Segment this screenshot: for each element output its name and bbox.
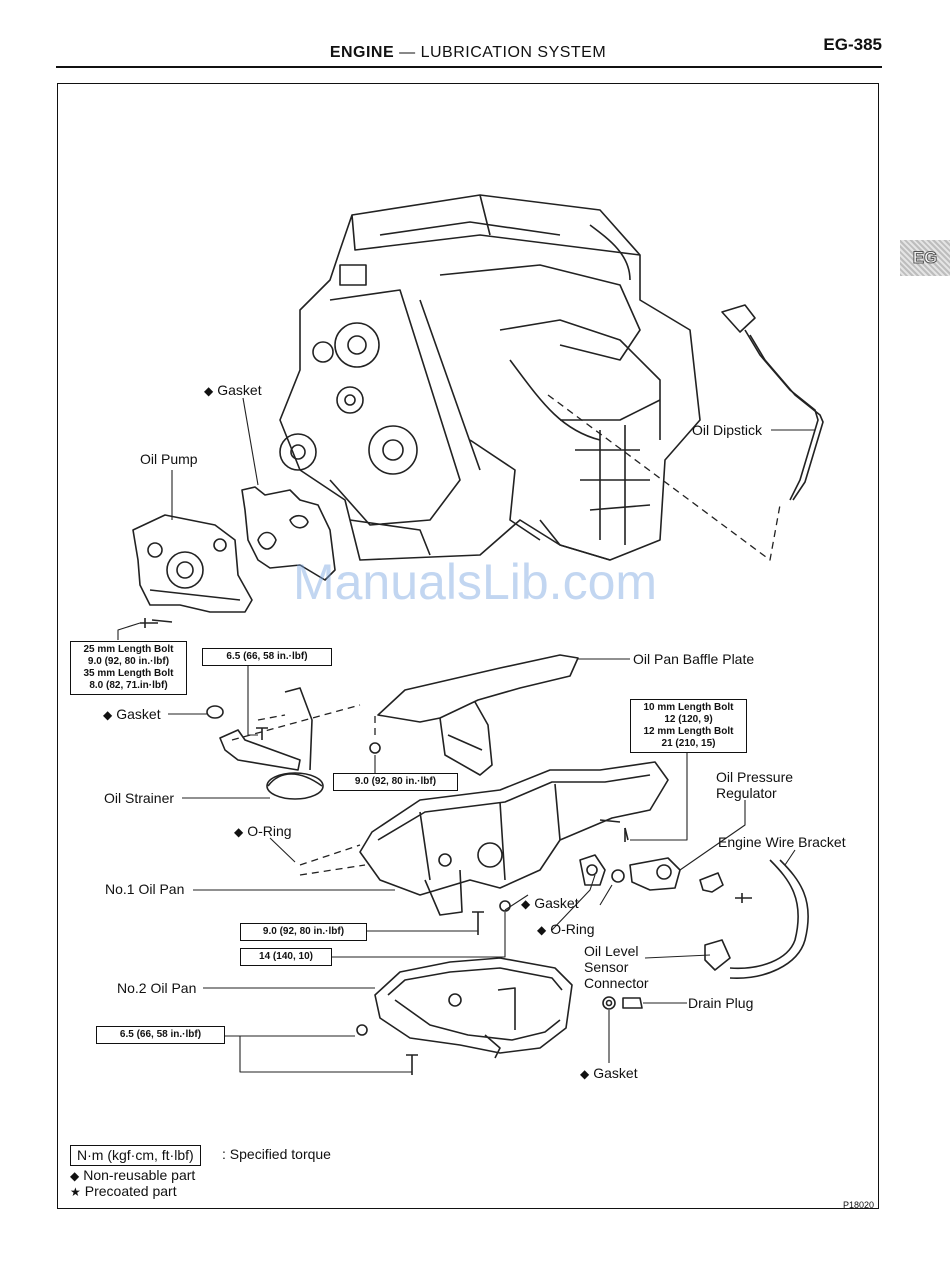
label-engine-wire-bracket: Engine Wire Bracket xyxy=(718,834,846,850)
figure-code: P18020 xyxy=(842,1200,874,1210)
engine-assembly xyxy=(279,194,701,561)
torque-oil-pump-bolts: 25 mm Length Bolt 9.0 (92, 80 in.·lbf) 3… xyxy=(70,641,187,695)
label-drain-plug: Drain Plug xyxy=(688,995,754,1011)
oil-pump-drawing xyxy=(132,514,253,613)
header-rule xyxy=(56,66,882,68)
label-gasket-strainer: ◆Gasket xyxy=(103,706,161,722)
label-gasket-regulator: ◆Gasket xyxy=(521,895,579,911)
figure-frame xyxy=(57,83,879,1209)
torque-no1-pan-rear: 10 mm Length Bolt 12 (120, 9) 12 mm Leng… xyxy=(630,699,747,753)
pump-bolt xyxy=(140,618,173,628)
torque-strainer: 6.5 (66, 58 in.·lbf) xyxy=(202,648,332,666)
label-oil-pressure-regulator: Oil Pressure Regulator xyxy=(716,769,794,801)
label-oil-pump: Oil Pump xyxy=(140,451,198,467)
label-o-ring-right: ◆O-Ring xyxy=(537,921,595,937)
no2-oil-pan-drawing xyxy=(374,957,573,1059)
label-no2-oil-pan: No.2 Oil Pan xyxy=(117,980,197,996)
label-oil-dipstick: Oil Dipstick xyxy=(692,422,763,438)
page-header-title: ENGINE — LUBRICATION SYSTEM xyxy=(0,44,936,62)
torque-no2-pan: 6.5 (66, 58 in.·lbf) xyxy=(96,1026,225,1044)
label-oil-strainer: Oil Strainer xyxy=(104,790,175,806)
assembly-guide-lines xyxy=(231,394,781,876)
legend-precoated: ★Precoated part xyxy=(70,1183,177,1199)
strainer-gasket-drawing xyxy=(206,705,224,719)
legend-torque-unit: N·m (kgf·cm, ft·lbf) xyxy=(70,1145,201,1166)
label-no1-oil-pan: No.1 Oil Pan xyxy=(105,881,185,897)
legend-non-reusable: ◆Non-reusable part xyxy=(70,1167,196,1183)
no1-oil-pan-drawing xyxy=(359,761,669,916)
watermark: ManualsLib.com xyxy=(292,554,658,610)
section-title: ENGINE xyxy=(329,44,395,61)
page-number: EG-385 xyxy=(823,35,882,54)
label-gasket-top: ◆Gasket xyxy=(204,382,262,398)
baffle-plate-drawing xyxy=(377,654,579,776)
label-o-ring-left: ◆O-Ring xyxy=(234,823,292,839)
oil-dipstick-drawing xyxy=(721,304,824,501)
torque-no1-pan-bolt: 9.0 (92, 80 in.·lbf) xyxy=(240,923,367,941)
leader-lines xyxy=(117,397,815,1073)
wire-harness-drawing xyxy=(699,859,809,979)
subsection-title: LUBRICATION SYSTEM xyxy=(420,44,607,61)
front-gasket-drawing xyxy=(241,486,336,581)
label-oil-pan-baffle-plate: Oil Pan Baffle Plate xyxy=(633,651,755,667)
torque-no1-pan-nut: 14 (140, 10) xyxy=(240,948,332,966)
header-dash: — xyxy=(399,44,416,61)
label-gasket-drain: ◆Gasket xyxy=(580,1065,638,1081)
section-tab-label: EG xyxy=(912,248,938,268)
oil-strainer-drawing xyxy=(219,687,324,800)
regulator-parts-drawing xyxy=(579,854,681,891)
small-fasteners xyxy=(256,727,643,1075)
section-tab: EG xyxy=(900,240,950,276)
legend-torque-desc: : Specified torque xyxy=(222,1146,331,1162)
label-oil-level-sensor-connector: Oil Level Sensor Connector xyxy=(584,943,649,991)
torque-baffle: 9.0 (92, 80 in.·lbf) xyxy=(333,773,458,791)
